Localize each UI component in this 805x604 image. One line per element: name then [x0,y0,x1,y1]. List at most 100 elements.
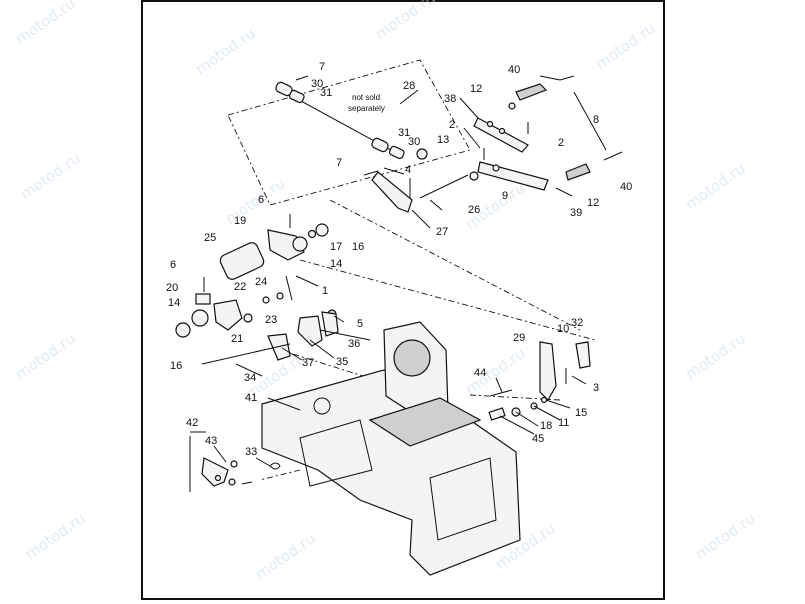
detent-roller [243,313,253,323]
leader-line [411,209,431,229]
callout-label: 39 [570,207,582,219]
callout-label: 18 [540,420,552,432]
watermark-text: motod.ru [462,344,529,398]
callout-label: 4 [405,164,411,176]
callout-label: 2 [558,137,564,149]
note-line-1: not sold [352,93,380,102]
leader-line [539,75,561,81]
callout-label: 40 [620,181,632,193]
mount-bore [313,397,331,415]
rivet [214,474,222,482]
callout-label: 28 [403,80,415,92]
callout-label: 27 [436,226,448,238]
clutch-lever-assembly [488,341,591,421]
callout-label: 11 [558,417,569,429]
note-line-2: separately [348,104,385,113]
leader-line [515,411,539,427]
lever-hole [498,127,506,135]
callout-label: 7 [336,157,342,169]
callout-label: 14 [168,297,180,309]
release-lever-arm [575,341,591,369]
watermark-text: motod.ru [372,0,439,43]
callout-label: 37 [302,357,314,369]
callout-label: 19 [234,215,246,227]
watermark-text: motod.ru [592,19,659,73]
leader-line [495,377,503,393]
callout-label: 15 [575,407,587,419]
callout-label: 42 [186,417,198,429]
leader-line [429,199,443,211]
shift-lever-assembly [469,75,623,191]
callout-label: 34 [244,372,256,384]
callout-label: 26 [468,204,480,216]
nut [540,396,548,404]
drum-bearing [292,236,308,252]
not-sold-separately-note: not sold separately [348,93,385,113]
leader-line [545,399,571,409]
watermark-text: motod.ru [17,149,84,203]
leader-line [533,405,561,421]
callout-label: 43 [205,435,217,447]
heel-shift-lever [473,117,529,153]
bolt [241,481,253,485]
washer [230,460,238,468]
centerline [329,199,581,331]
drum-cam-plate [267,229,305,261]
fork-shaft [201,343,291,365]
watermark-text: motod.ru [682,159,749,213]
shift-fork [297,315,323,347]
callout-label: 23 [265,314,277,326]
detent-lower-assembly [189,436,281,492]
release-lever [539,341,557,401]
leader-line [255,457,271,467]
watermark-text: motod.ru [22,509,89,563]
cotter-pin [363,170,379,176]
callout-label: 25 [204,232,216,244]
shifter-lever [371,171,413,213]
leader-line [499,415,535,435]
housing-side-detail [299,419,373,487]
callout-label: 16 [352,241,364,253]
callout-label: 44 [474,367,486,379]
callout-label: 35 [336,356,348,368]
shift-peg-rubber [565,163,591,181]
callout-label: 29 [513,332,525,344]
leader-line [213,445,227,463]
watermark-text: motod.ru [12,0,79,48]
callout-label: 33 [245,446,257,458]
leader-lines [190,75,607,467]
leader-line [573,91,607,151]
spring [262,296,270,304]
callout-label: 32 [571,317,583,329]
washer [416,148,428,160]
watermark-text: motod.ru [12,329,79,383]
rod-end-nut [388,145,405,160]
washer [228,478,236,486]
callout-label: 3 [593,382,599,394]
callout-label: 7 [319,61,325,73]
callout-label: 16 [170,360,182,372]
leader-line [267,397,301,411]
peg-pin [603,151,623,161]
callout-label: 30 [311,78,323,90]
detent-arm [213,299,243,331]
callout-label: 20 [166,282,178,294]
detent-lever [201,457,229,487]
callout-label: 6 [258,194,264,206]
leader-line [571,375,587,385]
rod-end-bushing [371,137,389,153]
callout-label: 10 [557,323,569,335]
callout-label: 1 [322,285,328,297]
retaining-ring [307,229,317,239]
rod-end-nut [288,89,305,104]
shift-drum-assembly [175,214,339,365]
housing-bearing-bore [393,339,431,377]
callout-label: 41 [245,392,257,404]
o-ring [175,322,191,338]
leader-line [383,167,405,175]
shift-fork [321,311,339,337]
leader-line [333,315,345,323]
callout-label: 13 [437,134,449,146]
housing-side-detail [429,457,497,541]
